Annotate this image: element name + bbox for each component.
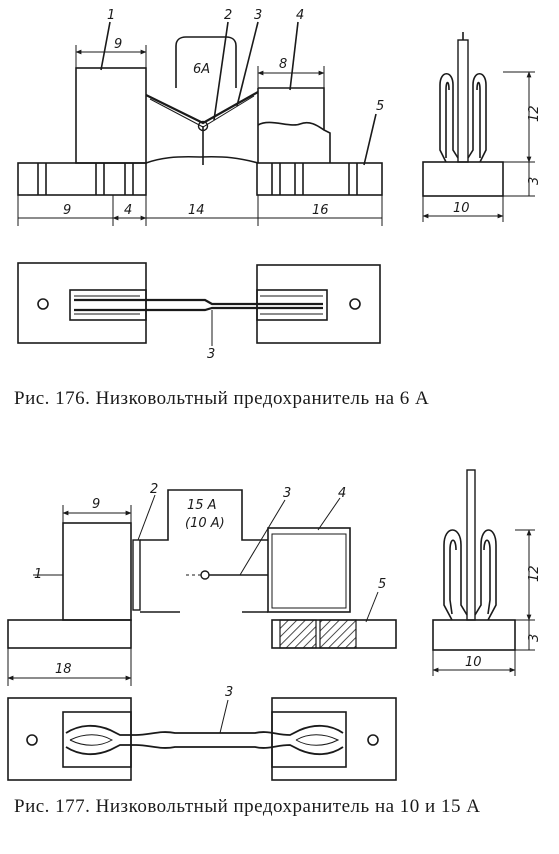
fig176-dim-3: 3 [527,177,542,185]
fig177-plan-view [7,697,397,781]
fig176-side-base [422,161,504,197]
fig176-dim-4: 4 [124,203,132,218]
fig176-side-view [422,32,504,197]
fig176-plan-hole-right [349,298,361,310]
fig177-dimension-lines [7,505,132,686]
fig176-plan-view [17,262,381,346]
fig176-dim-9-top: 9 [114,37,122,52]
fig177-dim-10: 10 [465,655,482,670]
fig177-dim-12: 12 [527,565,542,582]
fig176-front-view [17,21,383,196]
fig177-front-view [7,489,397,649]
fig176-plan-fuse-strip [74,298,323,312]
fig177-side-view [432,469,516,651]
fig177-dim-9: 9 [92,497,100,512]
fig176-plan-left-base [17,262,147,344]
fig177-label-5: 5 [378,577,386,592]
fig177-rating-10: (10 А) [185,516,225,531]
fig177-left-contact [62,522,132,621]
fig176-label-3: 3 [254,8,262,23]
fig176-dim-16: 16 [312,203,329,218]
fig176-rating: 6А [193,62,210,77]
fig176-label-1: 1 [107,8,115,23]
fig177-plan-hole-right [367,734,379,746]
fig177-label-1: 1 [34,567,42,582]
fig176-dim-10: 10 [453,201,470,216]
fig176-dim-14: 14 [188,203,205,218]
fig176-left-contact [75,67,147,164]
fig176-dimension-lines [17,45,383,226]
fig177-side-base [432,619,516,651]
fig176-label-5: 5 [376,99,384,114]
fig176-label-4: 4 [296,8,304,23]
fig176-plan-label-3: 3 [207,347,215,362]
fig177-plan-label-3: 3 [225,685,233,700]
fig177-plan-hole-left [26,734,38,746]
fig177-labels: 1 2 3 4 5 15 А (10 А) 9 18 10 12 3 3 [34,482,542,700]
fig177-body [140,489,268,613]
fig177-left-base [7,619,132,649]
figure-176-caption: Рис. 176. Низковольтный предохранитель н… [14,388,430,409]
figure-177-caption: Рис. 177. Низковольтный предохранитель н… [14,796,481,817]
fig177-dim-18: 18 [55,662,72,677]
fig177-label-4: 4 [338,486,346,501]
fig176-fuse-element [145,91,259,125]
fig177-side-dimensions [432,529,535,676]
fig176-plan-hole-left [37,298,49,310]
fig177-rating-15: 15 А [187,498,217,513]
fig176-cap [175,36,237,88]
fig176-labels: 1 2 3 4 5 6А 9 8 9 4 14 16 10 12 3 3 [63,8,542,362]
fig176-label-2: 2 [224,8,232,23]
fig177-label-3: 3 [283,486,291,501]
fig176-dim-8: 8 [279,57,287,72]
fig177-right-contact [267,527,351,613]
fig176-dim-12: 12 [527,105,542,122]
fig177-dim-3: 3 [527,634,542,642]
fig176-side-dimensions [422,71,535,222]
fig176-right-base [256,162,383,196]
fig177-label-2: 2 [150,482,158,497]
fig177-plan-fuse-strip [65,724,344,736]
fig176-dim-9-bottom: 9 [63,203,71,218]
